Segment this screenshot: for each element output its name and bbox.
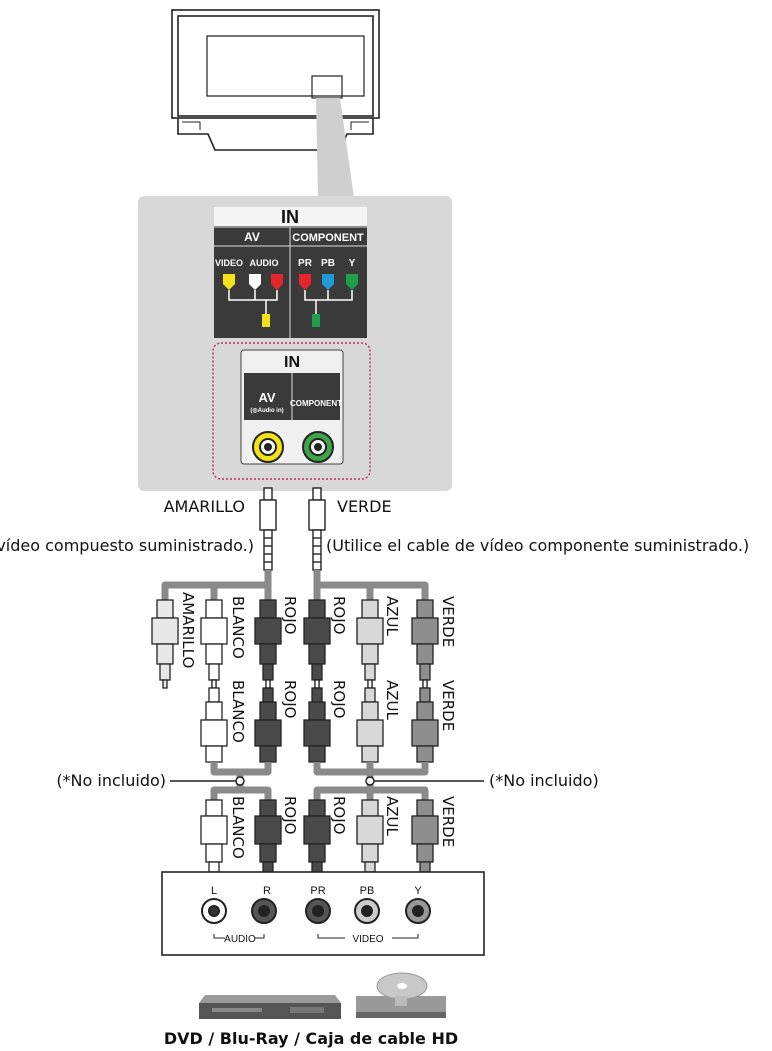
device-label-y: Y bbox=[414, 885, 422, 897]
verde-label: VERDE bbox=[337, 497, 392, 516]
rca3-azul bbox=[356, 799, 384, 873]
not-included-left: (*No incluido) bbox=[56, 771, 166, 790]
panel-in-header: IN bbox=[281, 207, 299, 227]
jack-panel-av-label: AV bbox=[258, 390, 275, 405]
amarillo-label: AMARILLO bbox=[164, 497, 245, 516]
device-label-pr: PR bbox=[310, 885, 325, 897]
device-label-l: L bbox=[211, 885, 217, 897]
label-blanco-row3: BLANCO bbox=[229, 796, 247, 859]
component-jack-pr bbox=[299, 274, 311, 290]
label-verde-row2: VERDE bbox=[439, 680, 457, 731]
label-rojo-comp-row1: ROJO bbox=[330, 596, 348, 634]
rca-plug-verde bbox=[411, 599, 439, 689]
dvd-player-icon bbox=[199, 995, 341, 1019]
label-blanco-row2: BLANCO bbox=[229, 680, 247, 743]
label-amarillo-row1: AMARILLO bbox=[179, 592, 197, 668]
label-azul-row1: AZUL bbox=[383, 596, 401, 637]
audio-jack-red bbox=[271, 274, 283, 290]
panel-video-label: VIDEO bbox=[215, 258, 243, 268]
label-rojo-row1: ROJO bbox=[281, 596, 299, 634]
device-label-pb: PB bbox=[360, 885, 375, 897]
rca2-blanco bbox=[200, 679, 228, 763]
rca3-rojo-comp bbox=[303, 799, 331, 873]
legacy-input-panel: IN AV COMPONENT VIDEO AUDIO PR PB Y bbox=[214, 207, 367, 338]
device-label-video: VIDEO bbox=[352, 934, 383, 945]
new-input-panel: IN AV (◎Audio in) COMPONENT bbox=[212, 342, 371, 480]
tv-back-outline bbox=[171, 9, 380, 151]
label-rojo-row3: ROJO bbox=[281, 796, 299, 834]
rca-plug-azul bbox=[356, 599, 384, 689]
device-caption: DVD / Blu-Ray / Caja de cable HD bbox=[164, 1029, 458, 1048]
device-label-r: R bbox=[263, 885, 271, 897]
cable-box-icon bbox=[356, 972, 446, 1018]
rca-plug-rojo bbox=[254, 599, 282, 689]
label-rojo-comp-row2: ROJO bbox=[330, 680, 348, 718]
panel-av-label: AV bbox=[244, 230, 260, 244]
label-rojo-row2: ROJO bbox=[281, 680, 299, 718]
label-blanco-row1: BLANCO bbox=[229, 596, 247, 659]
rca2-verde bbox=[411, 679, 439, 763]
label-verde-row3: VERDE bbox=[439, 796, 457, 847]
rca-plug-blanco bbox=[200, 599, 228, 689]
component-jack-y bbox=[346, 274, 358, 290]
label-rojo-comp-row3: ROJO bbox=[330, 796, 348, 834]
panel-audio-label: AUDIO bbox=[250, 258, 279, 268]
row3-plugs bbox=[200, 799, 439, 873]
not-included-right: (*No incluido) bbox=[489, 771, 599, 790]
panel-y-label: Y bbox=[349, 258, 356, 269]
label-verde-row1: VERDE bbox=[439, 596, 457, 647]
rca-plug-amarillo bbox=[151, 599, 179, 689]
panel-pb-label: PB bbox=[321, 258, 335, 269]
rca3-rojo bbox=[254, 799, 282, 873]
jack-panel-in-header: IN bbox=[284, 354, 300, 371]
row2-plugs bbox=[200, 679, 439, 763]
jack-panel-audio-in-label: (◎Audio in) bbox=[250, 408, 283, 414]
label-azul-row3: AZUL bbox=[383, 796, 401, 837]
device-output-panel: L R PR PB Y AUDIO VIDEO bbox=[161, 871, 485, 956]
label-azul-row2: AZUL bbox=[383, 680, 401, 721]
jack-panel-component-label: COMPONENT bbox=[290, 399, 342, 408]
audio-jack-white bbox=[249, 274, 261, 290]
zoom-funnel bbox=[316, 98, 354, 198]
composite-cable-note: (Utilice el cable de vídeo compuesto sum… bbox=[0, 536, 254, 555]
split-cable-wires bbox=[161, 570, 429, 600]
rca3-verde bbox=[411, 799, 439, 873]
panel-component-label: COMPONENT bbox=[292, 232, 364, 244]
rca2-azul bbox=[356, 679, 384, 763]
component-minijack-plug bbox=[308, 487, 326, 571]
av-minijack-plug bbox=[259, 487, 277, 571]
video-jack-yellow bbox=[223, 274, 235, 290]
rca2-rojo bbox=[254, 679, 282, 763]
rca-plug-rojo-component bbox=[303, 599, 331, 689]
component-cable-note: (Utilice el cable de vídeo componente su… bbox=[326, 536, 749, 555]
rca3-blanco bbox=[200, 799, 228, 873]
component-jack-pb bbox=[322, 274, 334, 290]
panel-pr-label: PR bbox=[298, 258, 313, 269]
device-label-audio: AUDIO bbox=[224, 934, 256, 945]
rca2-rojo-comp bbox=[303, 679, 331, 763]
